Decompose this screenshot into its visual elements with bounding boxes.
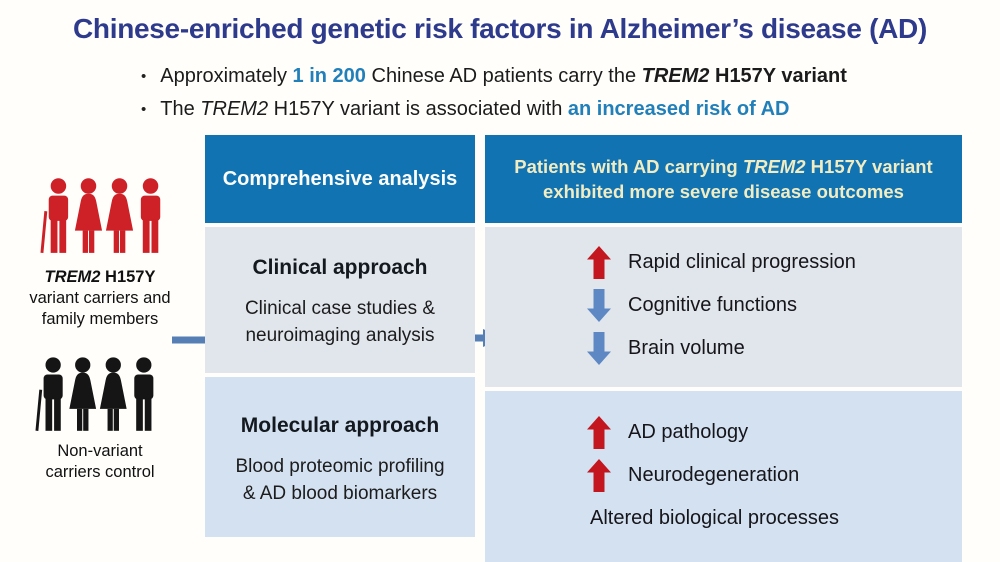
- bullet-icon: •: [141, 101, 147, 118]
- page-title: Chinese-enriched genetic risk factors in…: [73, 13, 927, 44]
- analysis-column: Comprehensive analysis Clinical approach…: [205, 135, 475, 541]
- variant-carriers-group-icon: [40, 177, 168, 262]
- outcome-row: Brain volume: [485, 327, 962, 370]
- analysis-column-header: Comprehensive analysis: [205, 135, 475, 223]
- outcome-row: AD pathology: [485, 411, 962, 454]
- control-group-label: Non-variant carriers control: [45, 442, 155, 481]
- molecular-approach-section: Molecular approach Blood proteomic profi…: [205, 377, 475, 537]
- four-people-group-icon: [40, 178, 161, 254]
- risk-highlight: an increased risk of AD: [567, 98, 790, 120]
- outcomes-column-header: Patients with AD carrying TREM2 H157Y va…: [485, 135, 962, 223]
- outcomes-column: Patients with AD carrying TREM2 H157Y va…: [485, 135, 962, 562]
- clinical-approach-title: Clinical approach: [252, 256, 428, 279]
- bullet-item-1: • Approximately 1 in 200 Chinese AD pati…: [141, 60, 847, 93]
- decrease-arrow-icon: [587, 289, 611, 322]
- four-people-group-icon: [35, 357, 154, 431]
- control-group-icon: [35, 356, 161, 440]
- outcome-label: Neurodegeneration: [628, 464, 800, 486]
- outcome-label: Rapid clinical progression: [628, 251, 856, 273]
- decrease-arrow-icon: [587, 332, 611, 365]
- gene-name: TREM2: [641, 65, 710, 87]
- increase-arrow-icon: [587, 246, 611, 279]
- clinical-outcomes-section: Rapid clinical progression Cognitive fun…: [485, 227, 962, 387]
- clinical-approach-section: Clinical approach Clinical case studies …: [205, 227, 475, 373]
- increase-arrow-icon: [587, 459, 611, 492]
- molecular-approach-title: Molecular approach: [240, 414, 440, 437]
- outcome-row: Neurodegeneration: [485, 454, 962, 497]
- ratio-highlight: 1 in 200: [292, 65, 366, 87]
- bullet-1-text: Approximately 1 in 200 Chinese AD patien…: [160, 65, 847, 87]
- outcome-label: Cognitive functions: [628, 294, 797, 316]
- clinical-approach-desc: Clinical case studies & neuroimaging ana…: [244, 298, 436, 346]
- outcome-label: Altered biological processes: [590, 507, 840, 529]
- outcome-row: Rapid clinical progression: [485, 241, 962, 284]
- gene-name: TREM2: [44, 268, 101, 286]
- bullet-2-text: The TREM2 H157Y variant is associated wi…: [160, 98, 790, 120]
- outcome-label: Brain volume: [628, 337, 745, 359]
- bullet-item-2: • The TREM2 H157Y variant is associated …: [141, 93, 847, 126]
- molecular-approach-desc: Blood proteomic profiling & AD blood bio…: [235, 456, 445, 504]
- variant-carriers-label: TREM2 H157Y variant carriers and family …: [29, 268, 171, 328]
- key-facts-list: • Approximately 1 in 200 Chinese AD pati…: [141, 60, 847, 126]
- outcome-label: AD pathology: [628, 421, 749, 443]
- increase-arrow-icon: [587, 416, 611, 449]
- molecular-outcomes-section: AD pathology Neurodegeneration Altered b…: [485, 391, 962, 562]
- bullet-icon: •: [141, 68, 147, 85]
- outcome-row: Altered biological processes: [485, 497, 962, 540]
- gene-name: TREM2: [200, 98, 269, 120]
- gene-name: TREM2: [742, 156, 806, 177]
- outcome-row: Cognitive functions: [485, 284, 962, 327]
